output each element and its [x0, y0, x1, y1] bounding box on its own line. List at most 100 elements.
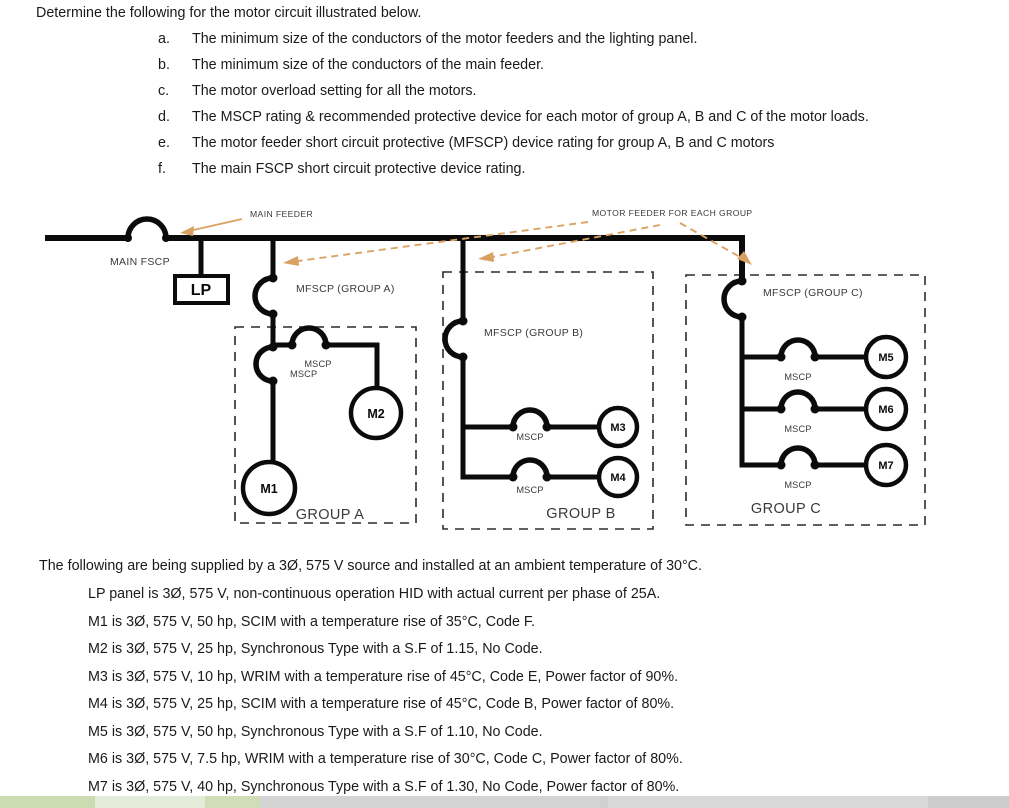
- question-letter: c.: [158, 83, 170, 99]
- strip-segment-lightgreen: [95, 796, 205, 808]
- group-b-mfscp-node-top: [458, 316, 468, 326]
- lp-panel-box: [173, 274, 230, 305]
- strip-segment-green2: [205, 796, 260, 808]
- notes-lead-line: The following are being supplied by a 3Ø…: [39, 558, 702, 574]
- question-letter: a.: [158, 31, 170, 47]
- question-text: The minimum size of the conductors of th…: [192, 31, 698, 47]
- group-b-m3-mscp-label: MSCP: [516, 432, 543, 442]
- motor-m4-label: M4: [610, 472, 626, 484]
- notes-list: LP panel is 3Ø, 575 V, non-continuous op…: [88, 584, 988, 804]
- question-item: a. The minimum size of the conductors of…: [158, 29, 998, 55]
- group-a-mfscp-node-top: [268, 273, 278, 283]
- group-c-m5-mscp-node-left: [776, 352, 786, 362]
- note-item: LP panel is 3Ø, 575 V, non-continuous op…: [88, 586, 661, 602]
- motor-feeder-leader-a: [297, 221, 589, 262]
- question-text: The MSCP rating & recommended protective…: [192, 109, 869, 125]
- motor-feeder-arrowhead-a-icon: [283, 256, 299, 266]
- group-b-m4-mscp-node-left: [508, 472, 518, 482]
- main-feeder-annotation-line: [188, 218, 243, 232]
- motor-m3: [596, 405, 640, 449]
- group-a-m1-mscp-node-top: [268, 342, 278, 352]
- question-text: The motor feeder short circuit protectiv…: [192, 135, 775, 151]
- main-fscp-arc: [125, 216, 169, 239]
- motor-circuit-diagram: LP MAIN FSCP MFSCP (GROUP A) M1 MSCP M2 …: [0, 195, 1009, 545]
- group-a-m1-mscp-label: MSCP: [290, 369, 317, 379]
- strip-segment-grey3: [608, 796, 928, 808]
- group-c-mfscp-arc: [721, 278, 743, 320]
- question-text: The main FSCP short circuit protective d…: [192, 161, 526, 177]
- strip-segment-grey2: [600, 796, 608, 808]
- main-bus-right: [163, 235, 745, 283]
- motor-feeder-arrowhead-b-icon: [478, 252, 494, 262]
- group-c-m7-mscp-node-left: [776, 460, 786, 470]
- motor-m5: [863, 334, 909, 380]
- note-item: M6 is 3Ø, 575 V, 7.5 hp, WRIM with a tem…: [88, 751, 683, 767]
- group-b-m4-mscp-label: MSCP: [516, 485, 543, 495]
- group-a-m2-mscp-arc: [289, 325, 329, 346]
- group-a-m2-mscp-label: MSCP: [304, 359, 331, 369]
- question-letter: e.: [158, 135, 170, 151]
- group-b-mfscp-label: MFSCP (GROUP B): [484, 327, 583, 339]
- question-text: The minimum size of the conductors of th…: [192, 57, 545, 73]
- question-item: f. The main FSCP short circuit protectiv…: [158, 159, 998, 185]
- group-c-box: [685, 274, 926, 526]
- group-a-label: GROUP A: [296, 507, 365, 523]
- group-a-m1-mscp-arc: [253, 344, 274, 384]
- group-b-m3-mscp-node-left: [508, 422, 518, 432]
- motor-m3-label: M3: [610, 422, 625, 434]
- question-item: e. The motor feeder short circuit protec…: [158, 133, 998, 159]
- motor-m6: [863, 386, 909, 432]
- group-b-box: [442, 271, 654, 530]
- question-item: d. The MSCP rating & recommended protect…: [158, 107, 998, 133]
- main-fscp-label: MAIN FSCP: [110, 256, 170, 268]
- group-c-m5-mscp-label: MSCP: [784, 372, 811, 382]
- motor-m2: [348, 385, 404, 441]
- motor-m1-label: M1: [260, 482, 277, 496]
- motor-feeder-annotation-label: MOTOR FEEDER FOR EACH GROUP: [592, 208, 753, 218]
- group-c-mfscp-node-top: [737, 276, 747, 286]
- question-item: c. The motor overload setting for all th…: [158, 81, 998, 107]
- group-c-label: GROUP C: [751, 501, 821, 517]
- group-c-m6-mscp-arc: [778, 389, 818, 410]
- group-c-m7-mscp-arc: [778, 445, 818, 466]
- note-item: M5 is 3Ø, 575 V, 50 hp, Synchronous Type…: [88, 723, 543, 740]
- question-item: b. The minimum size of the conductors of…: [158, 55, 998, 81]
- motor-feeder-arrowhead-c-icon: [737, 251, 752, 265]
- motor-m7-label: M7: [878, 460, 893, 472]
- note-item: M4 is 3Ø, 575 V, 25 hp, SCIM with a temp…: [88, 696, 675, 712]
- main-fscp-node-left: [124, 234, 132, 242]
- group-c-m5-mscp-arc: [778, 337, 818, 358]
- group-a-box: [234, 326, 417, 524]
- question-letter: d.: [158, 109, 170, 125]
- group-b-mfscp-arc: [442, 318, 464, 360]
- question-letter: b.: [158, 57, 170, 73]
- group-b-m3-mscp-arc: [510, 407, 550, 428]
- motor-m4: [596, 455, 640, 499]
- note-item: M1 is 3Ø, 575 V, 50 hp, SCIM with a temp…: [88, 613, 536, 630]
- group-c-m7-mscp-label: MSCP: [784, 480, 811, 490]
- strip-segment-green: [0, 796, 95, 808]
- lp-label: LP: [191, 282, 212, 299]
- group-a-mfscp-arc: [252, 275, 274, 317]
- note-item: M7 is 3Ø, 575 V, 40 hp, Synchronous Type…: [88, 778, 680, 795]
- motor-m1: [240, 459, 298, 517]
- motor-m7: [863, 442, 909, 488]
- strip-segment-grey: [260, 796, 600, 808]
- motor-m2-label: M2: [367, 407, 384, 421]
- group-c-m6-mscp-node-left: [776, 404, 786, 414]
- question-letter: f.: [158, 161, 166, 177]
- note-item: M2 is 3Ø, 575 V, 25 hp, Synchronous Type…: [88, 641, 543, 657]
- main-feeder-annotation-label: MAIN FEEDER: [250, 209, 313, 219]
- motor-m6-label: M6: [878, 404, 893, 416]
- motor-feeder-leader-b: [491, 224, 661, 258]
- group-c-m6-mscp-label: MSCP: [784, 424, 811, 434]
- main-feeder-arrowhead-icon: [180, 226, 194, 236]
- group-a-m2-mscp-node-left: [287, 340, 297, 350]
- note-item: M3 is 3Ø, 575 V, 10 hp, WRIM with a temp…: [88, 668, 679, 685]
- strip-segment-grey4: [928, 796, 1009, 808]
- question-text: The motor overload setting for all the m…: [192, 83, 477, 99]
- intro-line: Determine the following for the motor ci…: [36, 5, 422, 21]
- group-a-mfscp-label: MFSCP (GROUP A): [296, 283, 395, 295]
- group-c-mfscp-label: MFSCP (GROUP C): [763, 287, 863, 299]
- group-a-m2-wire: [323, 342, 380, 392]
